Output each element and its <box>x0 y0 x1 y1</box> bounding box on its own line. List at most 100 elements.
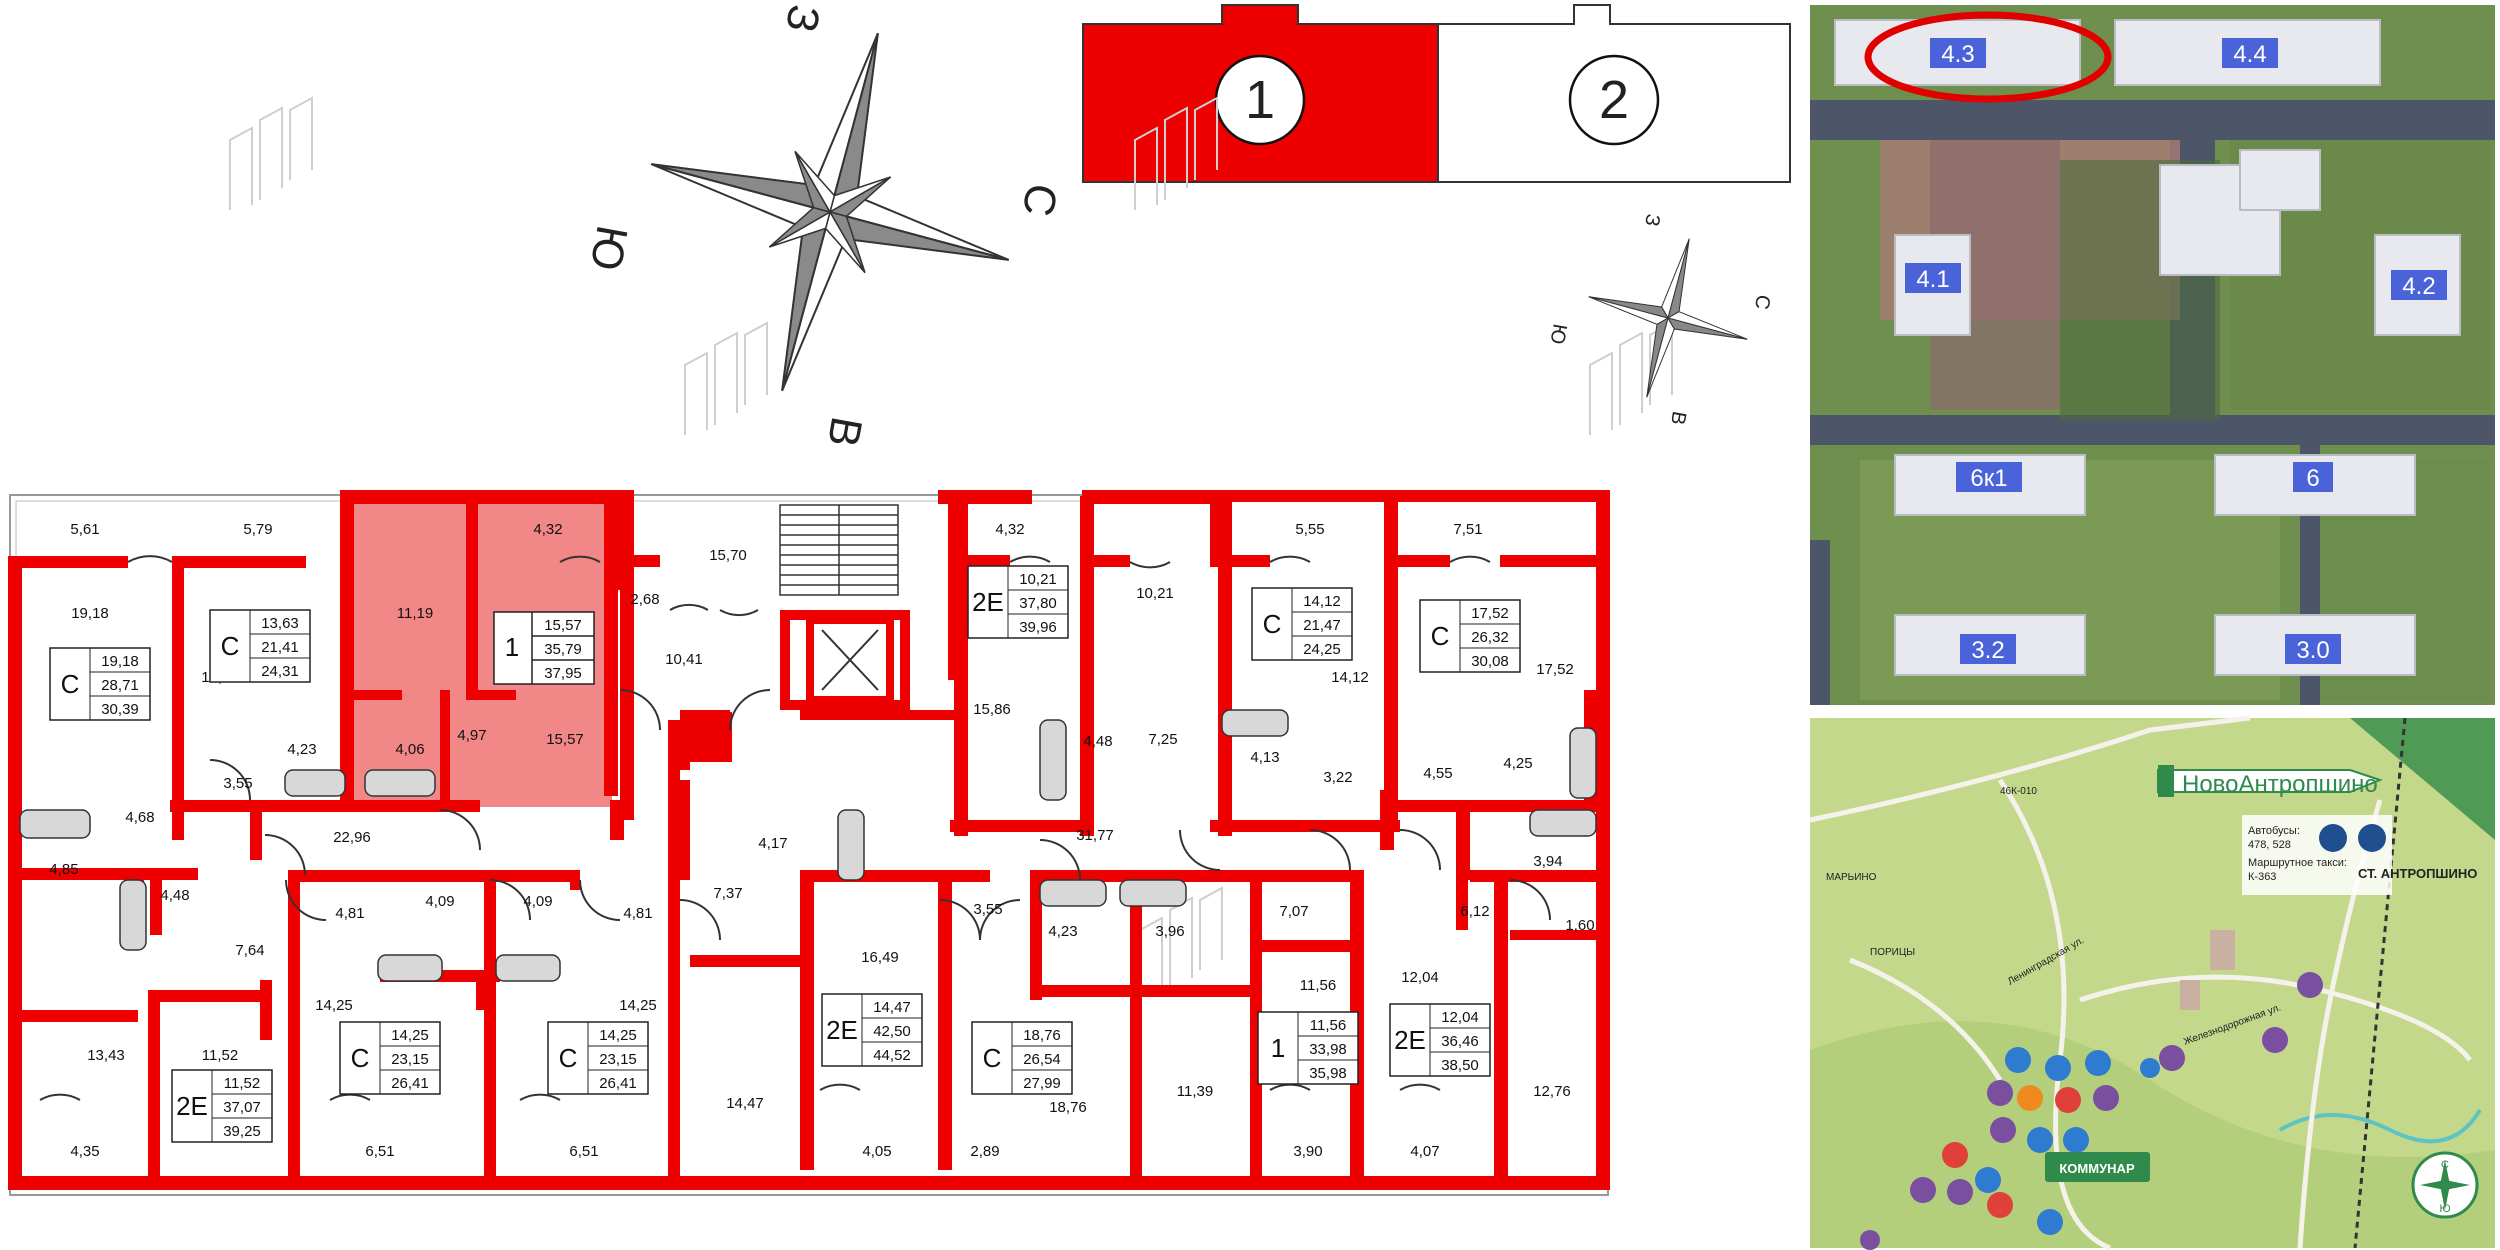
room-area: 4,17 <box>758 835 787 852</box>
apartment-value: 10,21 <box>1019 571 1057 588</box>
building-labels: 4.3 4.4 4.1 4.2 6к1 6 3.2 3.0 <box>1905 38 2447 664</box>
brand-logo: НовоАнтропшино <box>2157 765 2383 798</box>
map-compass: С Ю <box>2411 1151 2479 1219</box>
apartment-box[interactable]: 2Е 11,52 37,07 39,25 <box>171 1069 273 1143</box>
room-area: 17,52 <box>1536 661 1574 678</box>
room-area: 3,22 <box>1323 769 1352 786</box>
selected-apartment-box[interactable]: 1 15,57 35,79 37,95 <box>493 611 595 685</box>
apartment-box[interactable]: С 13,63 21,41 24,31 <box>209 609 311 683</box>
apartment-box[interactable]: С 14,12 21,47 24,25 <box>1251 587 1353 661</box>
section-1-label: 1 <box>1245 70 1275 130</box>
compass-south-label: Ю <box>581 222 637 274</box>
room-area: 3,94 <box>1533 853 1562 870</box>
apartment-box[interactable]: 2Е 12,04 36,46 38,50 <box>1389 1003 1491 1077</box>
room-areas: 5,61 5,79 4,32 15,70 4,32 5,55 7,51 19,1… <box>49 521 1594 1160</box>
floor-plan: 5,61 5,79 4,32 15,70 4,32 5,55 7,51 19,1… <box>8 490 1610 1196</box>
apartment-code: С <box>61 669 80 699</box>
apartment-value: 12,04 <box>1441 1009 1479 1026</box>
selected-apartment-area[interactable] <box>352 492 612 807</box>
room-area: 3,55 <box>973 901 1002 918</box>
room-area: 12,04 <box>1401 969 1439 986</box>
apartment-value: 30,39 <box>101 701 139 718</box>
building-label: 4.3 <box>1941 41 1974 68</box>
apartment-box[interactable]: 2Е 14,47 42,50 44,52 <box>821 993 923 1067</box>
apartment-box[interactable]: С 19,18 28,71 30,39 <box>49 647 151 721</box>
apartment-box[interactable]: С 14,25 23,15 26,41 <box>547 1021 649 1095</box>
apartment-value: 11,56 <box>1310 1017 1346 1034</box>
room-area: 7,25 <box>1148 731 1177 748</box>
aerial-compass-north: С <box>1750 293 1774 311</box>
compass-north-label: С <box>1013 180 1067 220</box>
aerial-view: 4.3 4.4 4.1 4.2 6к1 6 3.2 3.0 <box>1545 5 2495 705</box>
room-area: 4,23 <box>1048 923 1077 940</box>
room-area: 4,55 <box>1423 765 1452 782</box>
room-area: 18,76 <box>1049 1099 1087 1116</box>
apartment-value: 26,32 <box>1471 629 1509 646</box>
room-area: 7,51 <box>1453 521 1482 538</box>
apartment-value: 18,76 <box>1023 1027 1061 1044</box>
apartment-box[interactable]: С 18,76 26,54 27,99 <box>971 1021 1073 1095</box>
place-badge: КОММУНАР <box>2045 1152 2150 1182</box>
room-area: 3,55 <box>223 775 252 792</box>
section-1-button[interactable]: 1 <box>1214 54 1306 146</box>
room-area: 4,09 <box>425 893 454 910</box>
room-area: 4,13 <box>1250 749 1279 766</box>
apartment-value: 21,41 <box>261 639 299 656</box>
apartment-value: 14,47 <box>873 999 911 1016</box>
apartment-value: 13,63 <box>261 615 299 632</box>
apartment-code: 1 <box>1271 1033 1285 1063</box>
apartment-box[interactable]: 2Е 10,21 37,80 39,96 <box>967 565 1069 639</box>
room-area: 4,97 <box>457 727 486 744</box>
apartment-value: 23,15 <box>599 1051 637 1068</box>
apartment-code: 2Е <box>972 587 1004 617</box>
room-area: 7,64 <box>235 942 264 959</box>
apartment-code: С <box>1263 609 1282 639</box>
room-area: 5,79 <box>243 521 272 538</box>
apartment-value: 17,52 <box>1471 605 1509 622</box>
apartment-value: 21,47 <box>1303 617 1341 634</box>
section-2-button[interactable]: 2 <box>1568 54 1660 146</box>
room-area: 14,12 <box>1331 669 1369 686</box>
apartment-code: С <box>559 1043 578 1073</box>
building-label: 4.2 <box>2402 273 2435 300</box>
apartment-value: 14,25 <box>391 1027 429 1044</box>
room-area: 7,07 <box>1279 903 1308 920</box>
room-area: 4,48 <box>160 887 189 904</box>
apartment-box[interactable]: С 17,52 26,32 30,08 <box>1419 599 1521 673</box>
apartment-code: С <box>351 1043 370 1073</box>
room-area: 4,06 <box>395 741 424 758</box>
room-area: 4,85 <box>49 861 78 878</box>
apartment-value: 26,41 <box>599 1075 637 1092</box>
room-area: 11,56 <box>1300 977 1336 994</box>
room-area: 11,39 <box>1177 1083 1213 1100</box>
apartment-value: 37,80 <box>1019 595 1057 612</box>
room-area: 4,68 <box>125 809 154 826</box>
compass-east-label: В <box>818 413 871 450</box>
apartment-code: 1 <box>505 632 519 662</box>
apartment-value: 28,71 <box>101 677 139 694</box>
map-compass-south: Ю <box>2439 1203 2450 1215</box>
room-area: 15,86 <box>973 701 1011 718</box>
bus-routes: 478, 528 <box>2248 839 2291 851</box>
room-area: 10,21 <box>1136 585 1174 602</box>
apartment-code: 2Е <box>1394 1025 1426 1055</box>
building-label: 6 <box>2306 465 2319 492</box>
poi-icon <box>1860 972 2323 1250</box>
room-area: 6,51 <box>365 1143 394 1160</box>
apartment-value: 27,99 <box>1023 1075 1061 1092</box>
stairwell <box>779 504 899 596</box>
apartment-value: 26,41 <box>391 1075 429 1092</box>
brand-name: НовоАнтропшино <box>2182 771 2378 798</box>
transport-info: Автобусы: 478, 528 Маршрутное такси: К-3… <box>2242 815 2477 895</box>
room-area: 4,09 <box>523 893 552 910</box>
room-area: 7,37 <box>713 885 742 902</box>
room-area: 14,25 <box>619 997 657 1014</box>
apartment-value: 35,98 <box>1309 1065 1347 1082</box>
room-area: 14,25 <box>315 997 353 1014</box>
room-area: 3,90 <box>1293 1143 1322 1160</box>
compass-west-label: З <box>776 1 829 36</box>
apartment-box[interactable]: 1 11,56 33,98 35,98 <box>1257 1011 1359 1085</box>
apartment-total-with-balcony: 37,95 <box>544 665 582 682</box>
apartment-box[interactable]: С 14,25 23,15 26,41 <box>339 1021 441 1095</box>
road-label: 46К-010 <box>2000 786 2037 797</box>
